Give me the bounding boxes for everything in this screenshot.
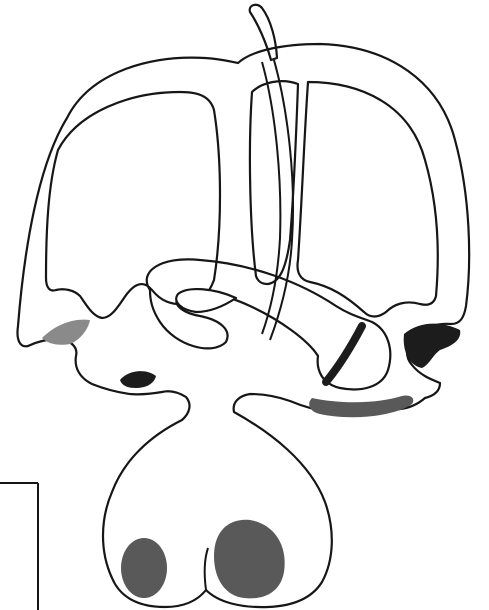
right-canal-opening <box>298 82 438 317</box>
right-ampulla-dark-patch <box>404 324 461 368</box>
lower-ampulla-dark-patch <box>120 371 156 388</box>
utricle-macula-streak <box>309 395 413 417</box>
right-sac-patch <box>214 520 285 599</box>
sac-cleft <box>205 548 208 590</box>
left-sac-patch <box>121 538 167 598</box>
left-canal-opening <box>46 92 220 318</box>
ampulla-dark-band <box>326 326 362 382</box>
canal-lumens <box>46 81 438 318</box>
left-ampulla-light-patch <box>42 320 90 345</box>
common-crus-stem <box>250 5 277 60</box>
frame-corner-lines <box>0 483 38 610</box>
